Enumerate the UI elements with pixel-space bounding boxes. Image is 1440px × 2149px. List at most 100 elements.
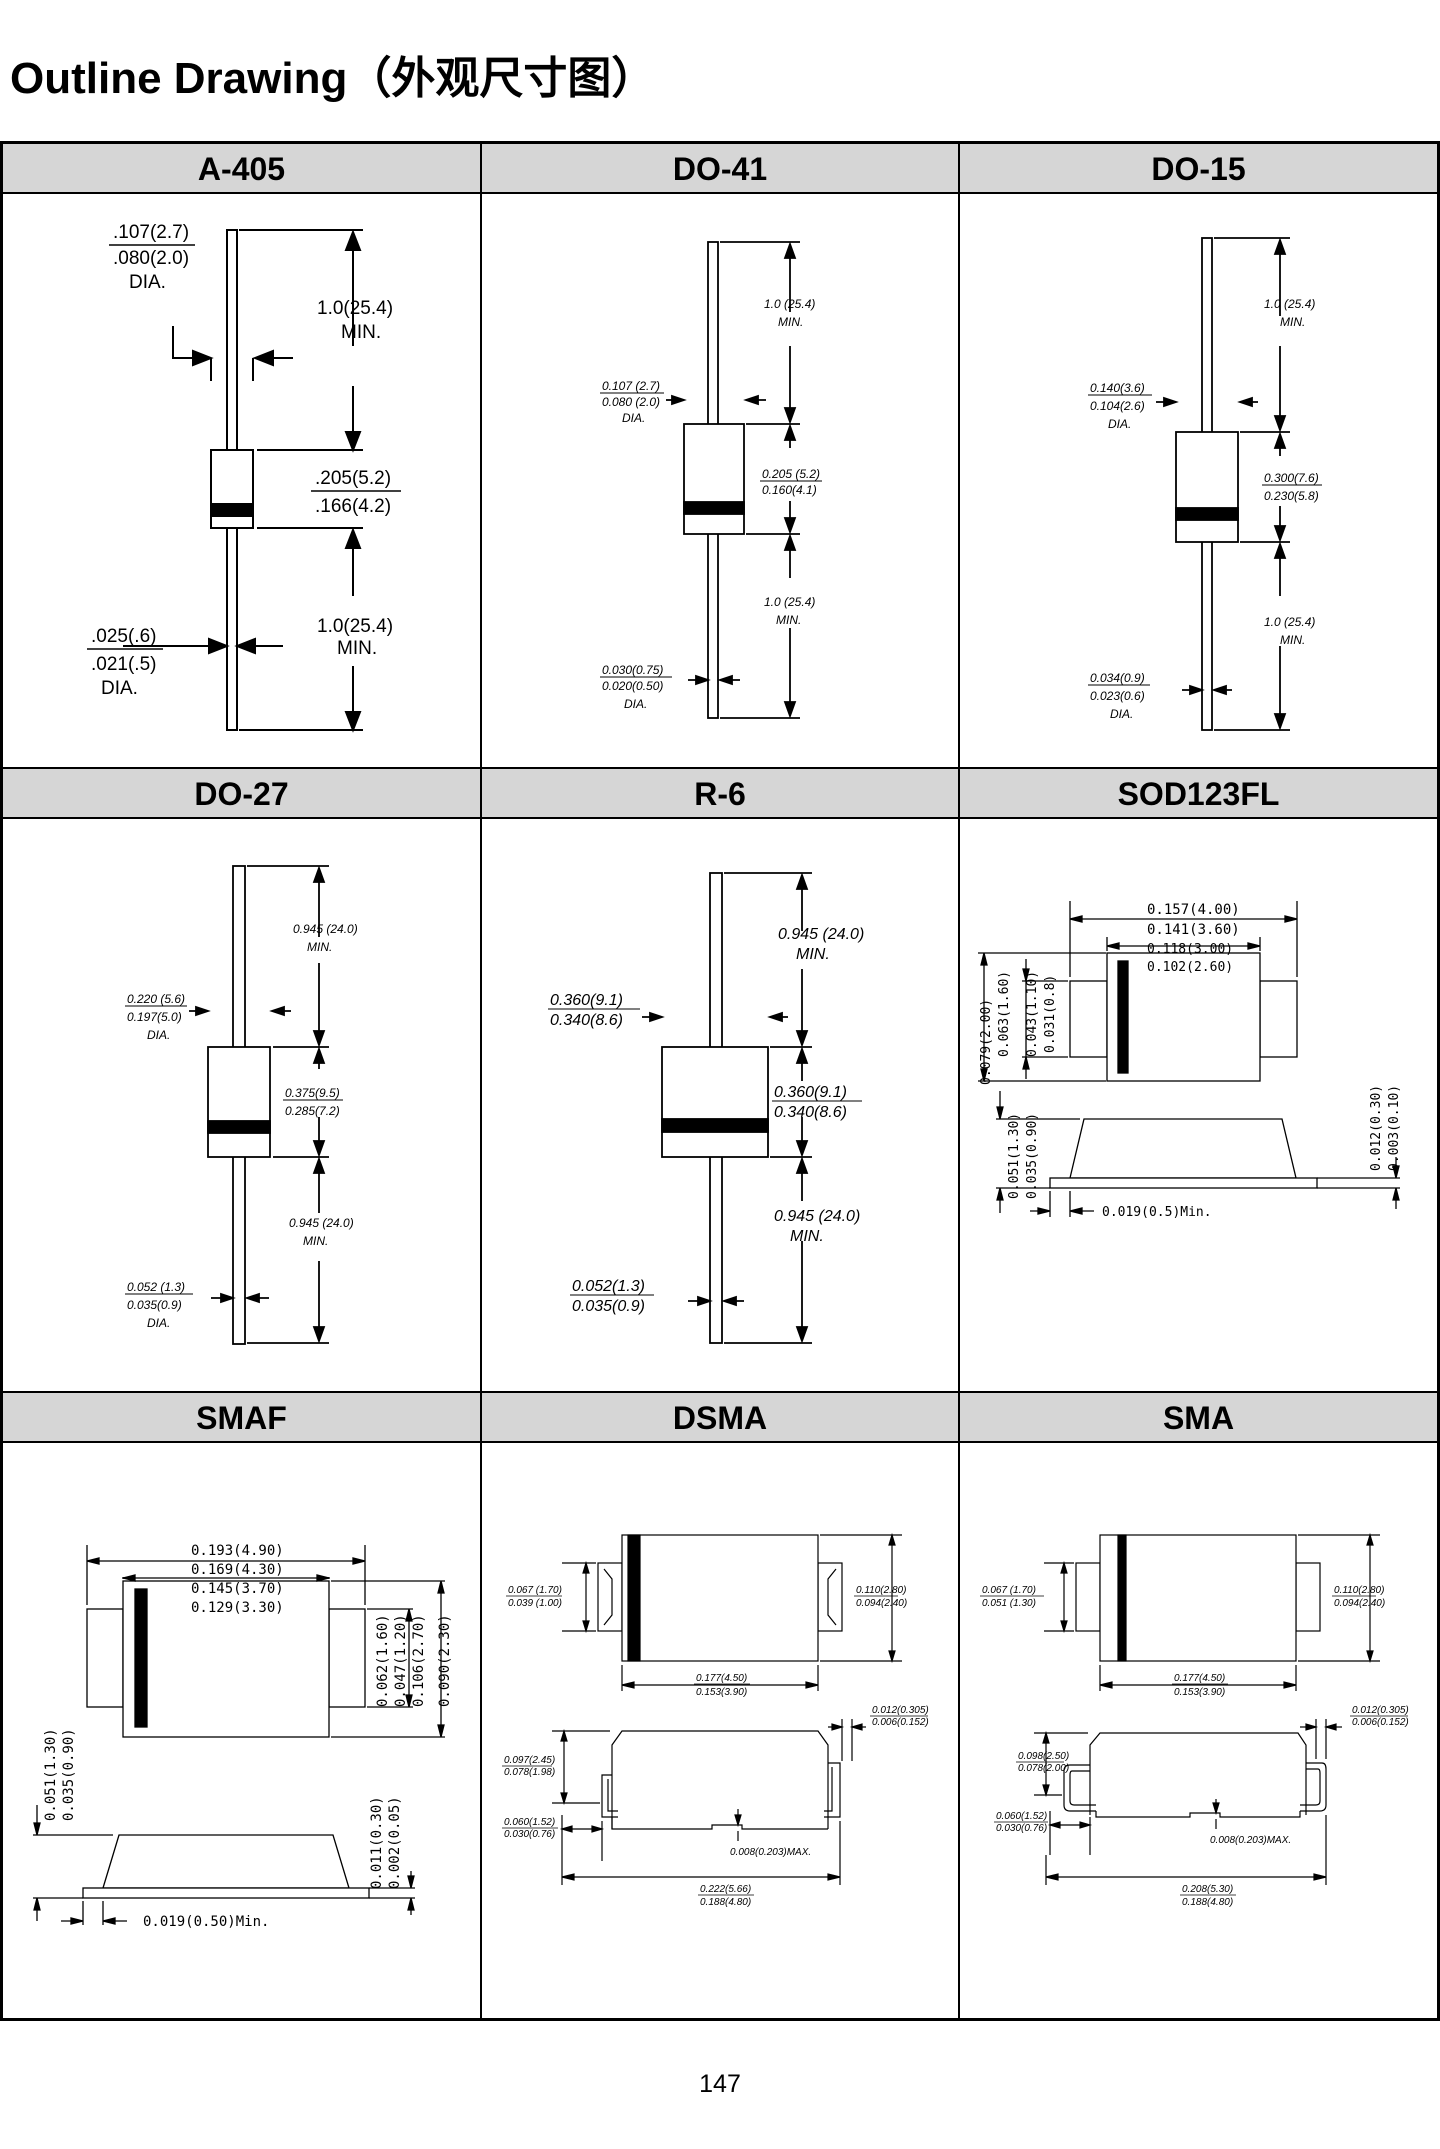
dim-label: 0.035(0.9) bbox=[572, 1298, 645, 1315]
dim-label: 0.012(0.305) bbox=[1352, 1705, 1409, 1716]
package-header-sod123fl: SOD123FL bbox=[960, 769, 1437, 819]
dim-label: MIN. bbox=[337, 638, 377, 659]
dim-label: MIN. bbox=[776, 613, 801, 627]
dim-label: DIA. bbox=[624, 697, 647, 711]
dim-label: 0.060(1.52) bbox=[996, 1811, 1047, 1822]
dim-label: 0.051 (1.30) bbox=[982, 1598, 1036, 1609]
dim-label: 0.140(3.6) bbox=[1090, 381, 1145, 395]
dim-label: MIN. bbox=[303, 1234, 328, 1248]
dim-label: 0.945 (24.0) bbox=[293, 922, 358, 936]
dim-label: 0.193(4.90) bbox=[191, 1543, 284, 1559]
drawing-do15: 1.0 (25.4) MIN. 0.140(3.6) 0.104(2.6) DI… bbox=[1088, 237, 1322, 731]
dim-label: 0.205 (5.2) bbox=[762, 467, 820, 481]
page-title: Outline Drawing（外观尺寸图） bbox=[10, 54, 656, 103]
dim-label: 0.360(9.1) bbox=[774, 1084, 847, 1101]
cathode-band bbox=[210, 503, 254, 517]
dim-label: DIA. bbox=[147, 1028, 170, 1042]
dim-label: 0.129(3.30) bbox=[191, 1600, 284, 1616]
dim-label: 0.188(4.80) bbox=[700, 1897, 751, 1908]
dim-label: DIA. bbox=[101, 678, 138, 699]
dim-label: 0.106(2.70) bbox=[411, 1614, 427, 1707]
dim-label: 0.002(0.05) bbox=[387, 1796, 403, 1889]
dim-label: 0.160(4.1) bbox=[762, 483, 817, 497]
dim-label: 0.107 (2.7) bbox=[602, 379, 660, 393]
dim-label: .080(2.0) bbox=[113, 248, 189, 269]
dim-label: 0.035(0.90) bbox=[1025, 1113, 1040, 1199]
dim-label: 0.030(0.76) bbox=[996, 1823, 1047, 1834]
dim-label: DIA. bbox=[622, 411, 645, 425]
column-divider bbox=[480, 144, 482, 2018]
drawing-do27: 0.945 (24.0) MIN. 0.220 (5.6) 0.197(5.0)… bbox=[125, 865, 358, 1345]
package-header-a405: A-405 bbox=[3, 144, 480, 194]
dim-label: 0.051(1.30) bbox=[43, 1728, 59, 1821]
dim-label: 0.141(3.60) bbox=[1147, 922, 1240, 938]
dim-label: 1.0 (25.4) bbox=[1264, 615, 1315, 629]
dim-label: 1.0 (25.4) bbox=[1264, 297, 1315, 311]
dim-label: .205(5.2) bbox=[315, 468, 391, 489]
dim-label: 0.080 (2.0) bbox=[602, 395, 660, 409]
dim-label: 0.011(0.30) bbox=[369, 1796, 385, 1889]
dim-label: 0.052(1.3) bbox=[572, 1278, 645, 1295]
dim-label: 0.031(0.8) bbox=[1043, 975, 1058, 1053]
dim-label: 0.067 (1.70) bbox=[982, 1585, 1036, 1596]
package-header-do41: DO-41 bbox=[482, 144, 958, 194]
dim-label: 0.285(7.2) bbox=[285, 1104, 340, 1118]
dim-label: 0.019(0.50)Min. bbox=[143, 1914, 269, 1930]
dim-label: MIN. bbox=[1280, 315, 1305, 329]
drawing-sod123fl: 0.157(4.00) 0.141(3.60) 0.118(3.00) 0.10… bbox=[978, 901, 1402, 1220]
dim-label: MIN. bbox=[778, 315, 803, 329]
dim-label: DIA. bbox=[147, 1316, 170, 1330]
dim-label: 0.008(0.203)MAX. bbox=[730, 1847, 811, 1858]
dim-label: 0.006(0.152) bbox=[872, 1717, 929, 1728]
dim-label: MIN. bbox=[790, 1228, 824, 1245]
dim-label: 0.035(0.9) bbox=[127, 1298, 182, 1312]
dim-label: .025(.6) bbox=[91, 626, 156, 647]
dim-label: 0.197(5.0) bbox=[127, 1010, 182, 1024]
page-number: 147 bbox=[699, 2070, 741, 2098]
dim-label: 0.220 (5.6) bbox=[127, 992, 185, 1006]
dim-label: 0.030(0.75) bbox=[602, 663, 663, 677]
package-header-r6: R-6 bbox=[482, 769, 958, 819]
dim-label: 0.340(8.6) bbox=[550, 1012, 623, 1029]
dim-label: 0.222(5.66) bbox=[700, 1884, 751, 1895]
column-divider bbox=[958, 144, 960, 2018]
dim-label: 0.097(2.45) bbox=[504, 1755, 555, 1766]
dim-label: 0.030(0.76) bbox=[504, 1829, 555, 1840]
dim-label: 0.230(5.8) bbox=[1264, 489, 1319, 503]
dim-label: 0.153(3.90) bbox=[696, 1687, 747, 1698]
dim-label: 0.062(1.60) bbox=[375, 1614, 391, 1707]
dim-label: 0.052 (1.3) bbox=[127, 1280, 185, 1294]
drawing-do41: 1.0 (25.4) MIN. 0.107 (2.7) 0.080 (2.0) … bbox=[600, 241, 822, 719]
dim-label: 0.945 (24.0) bbox=[289, 1216, 354, 1230]
dim-label: 0.360(9.1) bbox=[550, 992, 623, 1009]
dim-label: 0.208(5.30) bbox=[1182, 1884, 1233, 1895]
dim-label: 0.188(4.80) bbox=[1182, 1897, 1233, 1908]
dim-label: 0.078(2.00) bbox=[1018, 1763, 1069, 1774]
dim-label: 0.039 (1.00) bbox=[508, 1598, 562, 1609]
package-header-sma: SMA bbox=[960, 1393, 1437, 1443]
dim-label: MIN. bbox=[341, 322, 381, 343]
dim-label: 0.051(1.30) bbox=[1007, 1113, 1022, 1199]
package-header-do15: DO-15 bbox=[960, 144, 1437, 194]
dim-label: 0.094(2.40) bbox=[1334, 1598, 1385, 1609]
dim-label: 0.340(8.6) bbox=[774, 1104, 847, 1121]
dim-label: 0.177(4.50) bbox=[696, 1673, 747, 1684]
dim-label: 1.0 (25.4) bbox=[764, 297, 815, 311]
dim-label: 0.945 (24.0) bbox=[774, 1208, 860, 1225]
drawing-sma: 0.067 (1.70) 0.051 (1.30) 0.110(2.80) 0.… bbox=[980, 1532, 1409, 1908]
dim-label: MIN. bbox=[307, 940, 332, 954]
dim-label: 1.0(25.4) bbox=[317, 616, 393, 637]
dim-label: 0.012(0.30) bbox=[1369, 1085, 1384, 1171]
dim-label: 0.177(4.50) bbox=[1174, 1673, 1225, 1684]
dim-label: 0.153(3.90) bbox=[1174, 1687, 1225, 1698]
row-divider bbox=[3, 767, 1437, 769]
drawing-a405: .107(2.7) .080(2.0) DIA. 1.0(25.4) MIN. … bbox=[87, 222, 401, 733]
dim-label: .021(.5) bbox=[91, 654, 156, 675]
dim-label: 0.012(0.305) bbox=[872, 1705, 929, 1716]
dim-label: 0.110(2.80) bbox=[856, 1585, 906, 1596]
dim-label: 0.169(4.30) bbox=[191, 1562, 284, 1578]
row-divider bbox=[3, 1391, 1437, 1393]
dim-label: 0.043(1.10) bbox=[1025, 971, 1040, 1057]
dim-label: 0.375(9.5) bbox=[285, 1086, 340, 1100]
drawing-smaf: 0.193(4.90) 0.169(4.30) 0.145(3.70) 0.12… bbox=[33, 1543, 453, 1930]
